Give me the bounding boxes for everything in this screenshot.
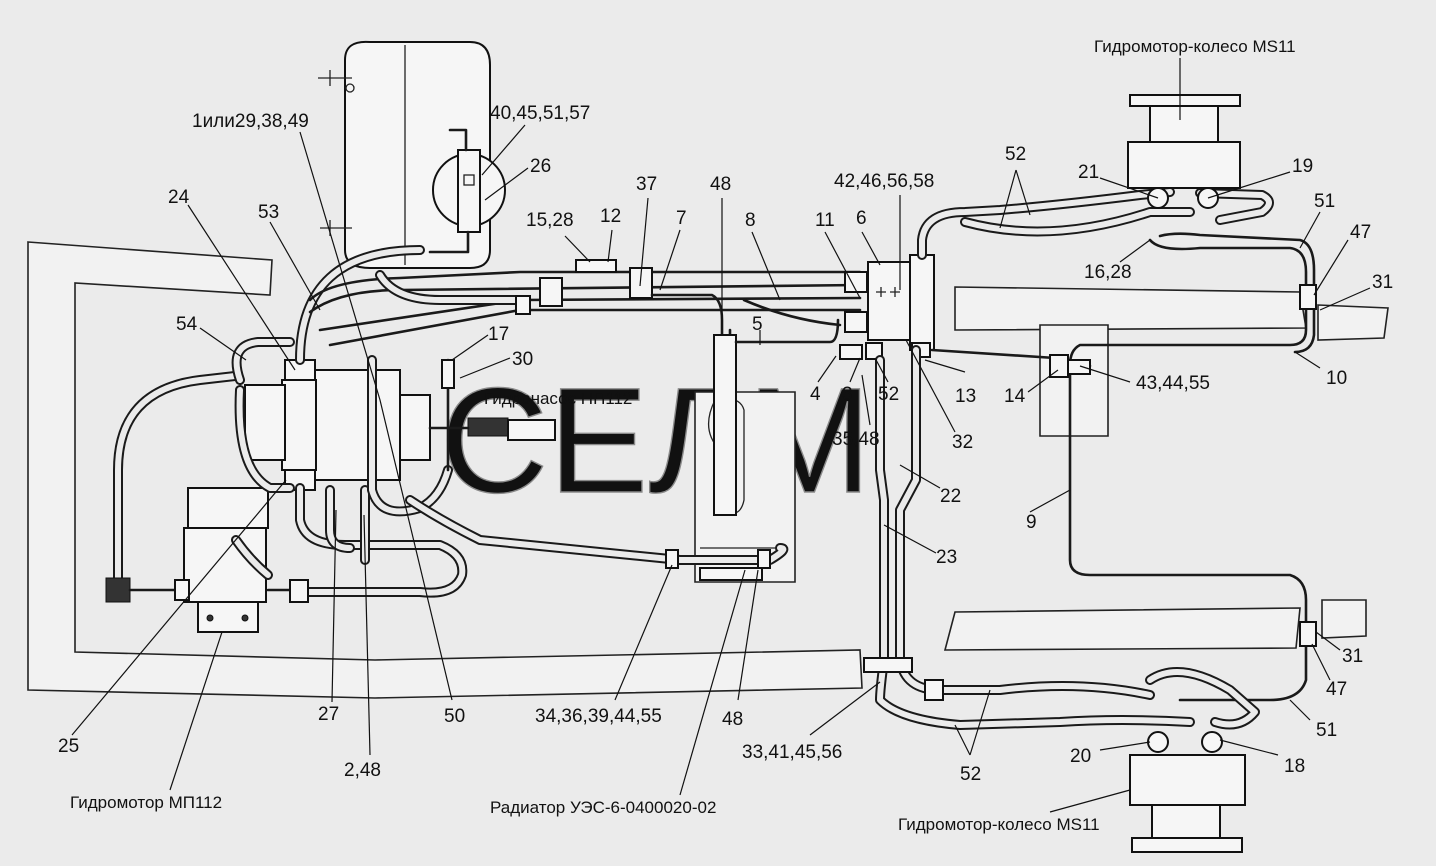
- label-48-bottom: 48: [722, 709, 743, 730]
- label-8: 8: [745, 210, 756, 231]
- hose-lines-left: [105, 245, 789, 603]
- label-13: 13: [955, 386, 976, 407]
- label-52-mid: 52: [878, 384, 899, 405]
- label-47-bottom: 47: [1326, 679, 1347, 700]
- label-14: 14: [1004, 386, 1026, 407]
- label-18: 18: [1284, 756, 1305, 777]
- label-52-bottom: 52: [960, 764, 981, 785]
- label-2-48: 2,48: [344, 760, 381, 781]
- label-27: 27: [318, 704, 339, 725]
- label-34-36-39-44-55: 34,36,39,44,55: [535, 706, 662, 727]
- label-42-46-56-58: 42,46,56,58: [834, 171, 934, 192]
- label-32: 32: [952, 432, 973, 453]
- label-1-29-38-49: 1или29,38,49: [192, 111, 309, 132]
- label-3: 3: [842, 384, 853, 405]
- leader-lines: [71, 58, 1371, 813]
- label-22: 22: [940, 486, 961, 507]
- label-33-41-45-56: 33,41,45,56: [742, 742, 842, 763]
- motor-mp112: [183, 487, 269, 633]
- label-15-28: 15,28: [526, 210, 574, 231]
- label-25: 25: [58, 736, 79, 757]
- label-51-top: 51: [1314, 191, 1335, 212]
- label-40-45-51-57: 40,45,51,57: [490, 103, 590, 124]
- caption-wheel-motor-bottom: Гидромотор-колесо MS11: [898, 815, 1100, 834]
- label-23: 23: [936, 547, 957, 568]
- label-4: 4: [810, 384, 821, 405]
- label-7: 7: [676, 208, 687, 229]
- label-54: 54: [176, 314, 198, 335]
- label-19: 19: [1292, 156, 1313, 177]
- label-31-bottom: 31: [1342, 646, 1363, 667]
- wheel-motor-ms11-bottom: [1129, 731, 1246, 853]
- label-43-44-55: 43,44,55: [1136, 373, 1210, 394]
- label-30: 30: [512, 349, 533, 370]
- caption-motor: Гидромотор МП112: [70, 793, 222, 812]
- chassis-beams-right: [943, 286, 1389, 651]
- label-48-top: 48: [710, 174, 731, 195]
- label-21: 21: [1078, 162, 1099, 183]
- label-16-28: 16,28: [1084, 262, 1132, 283]
- label-24: 24: [168, 187, 190, 208]
- label-47-top: 47: [1350, 222, 1371, 243]
- pipe-bundle-top: [308, 259, 862, 516]
- label-20: 20: [1070, 746, 1091, 767]
- label-53: 53: [258, 202, 279, 223]
- label-6: 6: [856, 208, 867, 229]
- label-31-top: 31: [1372, 272, 1393, 293]
- watermark: СЕЛМ: [440, 356, 872, 524]
- label-5: 5: [752, 314, 763, 335]
- label-26: 26: [530, 156, 551, 177]
- label-51-bottom: 51: [1316, 720, 1337, 741]
- label-10: 10: [1326, 368, 1347, 389]
- tank-filter: [428, 128, 506, 254]
- label-50: 50: [444, 706, 465, 727]
- caption-pump: Гидронасос НП112: [484, 389, 632, 408]
- chassis-frame-left: [27, 241, 863, 699]
- label-52-top: 52: [1005, 144, 1026, 165]
- label-11: 11: [815, 210, 835, 231]
- caption-wheel-motor-top: Гидромотор-колесо MS11: [1094, 37, 1296, 56]
- caption-radiator: Радиатор УЭС-6-0400020-02: [490, 798, 716, 817]
- distributor-block: [839, 254, 935, 360]
- label-35-48: 35,48: [832, 429, 880, 450]
- wheel-motor-ms11-top: [1127, 94, 1241, 209]
- label-17: 17: [488, 324, 509, 345]
- pipe-lines-right: [863, 187, 1317, 730]
- label-12: 12: [600, 206, 621, 227]
- label-37: 37: [636, 174, 657, 195]
- label-9: 9: [1026, 512, 1037, 533]
